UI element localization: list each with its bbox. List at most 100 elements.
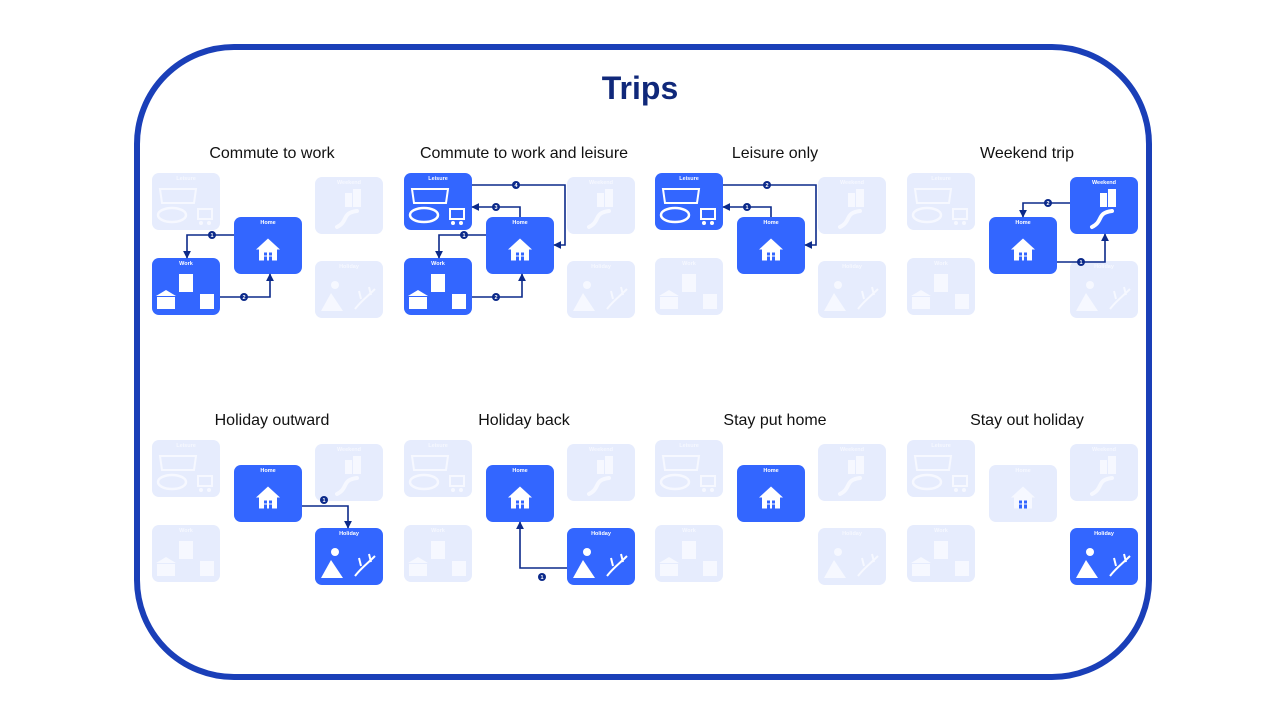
step-number: 3 — [494, 205, 497, 211]
node-weekend: Weekend — [1070, 444, 1138, 501]
node-label: Home — [512, 220, 527, 226]
node-leisure: Leisure — [404, 440, 472, 497]
node-label: Holiday — [842, 264, 863, 270]
node-holiday: Holiday — [818, 261, 886, 318]
node-label: Work — [431, 528, 446, 534]
step-number: 2 — [494, 295, 497, 301]
step-number: 1 — [322, 498, 325, 504]
node-home: Home — [737, 217, 805, 274]
trip-arrow-1: 1 — [516, 521, 567, 581]
panel-title: Holiday outward — [214, 412, 330, 429]
trip-arrow-1: 1 — [1057, 233, 1109, 266]
trip-arrow-2: 2 — [1019, 199, 1070, 218]
node-label: Work — [179, 261, 194, 267]
node-label: Leisure — [428, 176, 448, 182]
trip-arrow-1: 1 — [302, 496, 352, 529]
node-label: Leisure — [679, 443, 699, 449]
node-label: Work — [682, 261, 697, 267]
node-label: Holiday — [339, 531, 360, 537]
node-holiday: Holiday — [818, 528, 886, 585]
node-label: Holiday — [1094, 531, 1115, 537]
node-holiday: Holiday — [1070, 261, 1138, 318]
step-badge — [1077, 258, 1085, 266]
step-badge — [460, 231, 468, 239]
panel-title: Stay put home — [723, 412, 827, 429]
node-label: Work — [431, 261, 446, 267]
node-holiday: Holiday — [567, 528, 635, 585]
panel-title: Leisure only — [731, 145, 819, 162]
step-number: 2 — [765, 183, 768, 189]
node-label: Weekend — [589, 180, 613, 186]
diagram-frame — [134, 44, 1152, 680]
node-label: Home — [1015, 468, 1030, 474]
node-weekend: Weekend — [818, 444, 886, 501]
node-home: Home — [989, 217, 1057, 274]
step-number: 2 — [1046, 201, 1049, 207]
node-holiday: Holiday — [1070, 528, 1138, 585]
trip-arrow-2: 2 — [220, 273, 274, 301]
node-label: Weekend — [1092, 447, 1116, 453]
node-label: Weekend — [840, 447, 864, 453]
node-label: Home — [512, 468, 527, 474]
node-weekend: Weekend — [1070, 177, 1138, 234]
node-label: Leisure — [428, 443, 448, 449]
node-leisure: Leisure — [907, 173, 975, 230]
node-weekend: Weekend — [315, 177, 383, 234]
node-label: Home — [763, 468, 778, 474]
node-label: Weekend — [589, 447, 613, 453]
node-label: Holiday — [591, 531, 612, 537]
panel-title: Commute to work and leisure — [419, 145, 629, 162]
node-work: Work — [404, 525, 472, 582]
node-label: Leisure — [176, 176, 196, 182]
panel-title: Commute to work — [209, 145, 335, 162]
node-holiday: Holiday — [567, 261, 635, 318]
node-weekend: Weekend — [818, 177, 886, 234]
panel-title: Weekend trip — [980, 145, 1074, 162]
node-work: Work — [152, 258, 220, 315]
trip-arrow-2: 2 — [472, 273, 526, 301]
node-label: Home — [763, 220, 778, 226]
step-number: 2 — [242, 295, 245, 301]
node-weekend: Weekend — [567, 444, 635, 501]
node-label: Weekend — [840, 180, 864, 186]
node-weekend: Weekend — [567, 177, 635, 234]
node-label: Work — [934, 261, 949, 267]
step-badge — [743, 203, 751, 211]
trip-arrow-2: 2 — [723, 181, 817, 249]
node-work: Work — [907, 525, 975, 582]
node-label: Work — [179, 528, 194, 534]
node-home: Home — [234, 217, 302, 274]
step-badge — [208, 231, 216, 239]
node-leisure: Leisure — [655, 173, 723, 230]
node-label: Weekend — [337, 180, 361, 186]
trip-arrow-3: 3 — [471, 203, 521, 217]
node-leisure: Leisure — [152, 173, 220, 230]
step-badge — [492, 293, 500, 301]
node-label: Work — [934, 528, 949, 534]
node-label: Leisure — [679, 176, 699, 182]
trip-arrow-4: 4 — [472, 181, 566, 249]
node-leisure: Leisure — [152, 440, 220, 497]
node-label: Home — [1015, 220, 1030, 226]
trip-arrow-1: 1 — [722, 203, 772, 217]
node-holiday: Holiday — [315, 528, 383, 585]
step-badge — [492, 203, 500, 211]
step-badge — [512, 181, 520, 189]
node-label: Leisure — [931, 176, 951, 182]
node-home: Home — [486, 465, 554, 522]
node-home: Home — [737, 465, 805, 522]
node-label: Holiday — [591, 264, 612, 270]
node-label: Home — [260, 220, 275, 226]
node-leisure: Leisure — [655, 440, 723, 497]
node-home: Home — [486, 217, 554, 274]
